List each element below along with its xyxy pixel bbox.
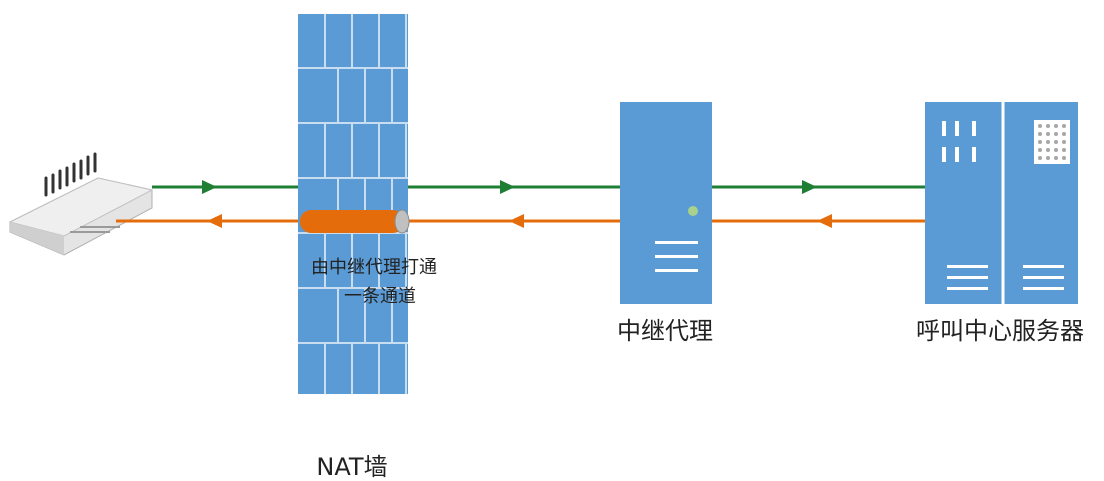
nat-wall-label: NAT墙 xyxy=(316,453,387,481)
server-panel-dot xyxy=(1038,132,1042,136)
gsm-gateway-device-icon xyxy=(8,152,154,256)
relay-label: 中继代理 xyxy=(617,317,713,345)
server-panel-dot xyxy=(1054,124,1058,128)
tunnel-label-line1: 由中继代理打通 xyxy=(311,257,437,278)
server-label: 呼叫中心服务器 xyxy=(916,317,1084,345)
server-panel-dot xyxy=(1038,156,1042,160)
server-panel-dot xyxy=(1038,148,1042,152)
server-panel-dot xyxy=(1062,148,1066,152)
server-panel-dot xyxy=(1046,156,1050,160)
tunnel-pipe xyxy=(300,209,410,234)
tunnel-label-line2: 一条通道 xyxy=(344,286,416,307)
green-forward-arrow xyxy=(152,180,925,194)
call-center-server-icon xyxy=(925,102,1078,304)
server-panel-dot xyxy=(1062,156,1066,160)
server-panel-dot xyxy=(1046,148,1050,152)
server-panel-dot xyxy=(1062,140,1066,144)
server-panel-dot xyxy=(1054,132,1058,136)
server-panel-dot xyxy=(1038,124,1042,128)
server-panel-dot xyxy=(1062,132,1066,136)
server-panel-dot xyxy=(1062,124,1066,128)
orange-return-arrow xyxy=(116,214,925,228)
server-panel-dot xyxy=(1038,140,1042,144)
server-panel-dot xyxy=(1054,140,1058,144)
relay-server-icon xyxy=(620,102,712,304)
server-panel-dot xyxy=(1046,132,1050,136)
server-panel-dot xyxy=(1054,148,1058,152)
nat-wall xyxy=(298,14,408,394)
server-panel-dot xyxy=(1046,140,1050,144)
server-panel-dot xyxy=(1046,124,1050,128)
server-panel-dot xyxy=(1054,156,1058,160)
